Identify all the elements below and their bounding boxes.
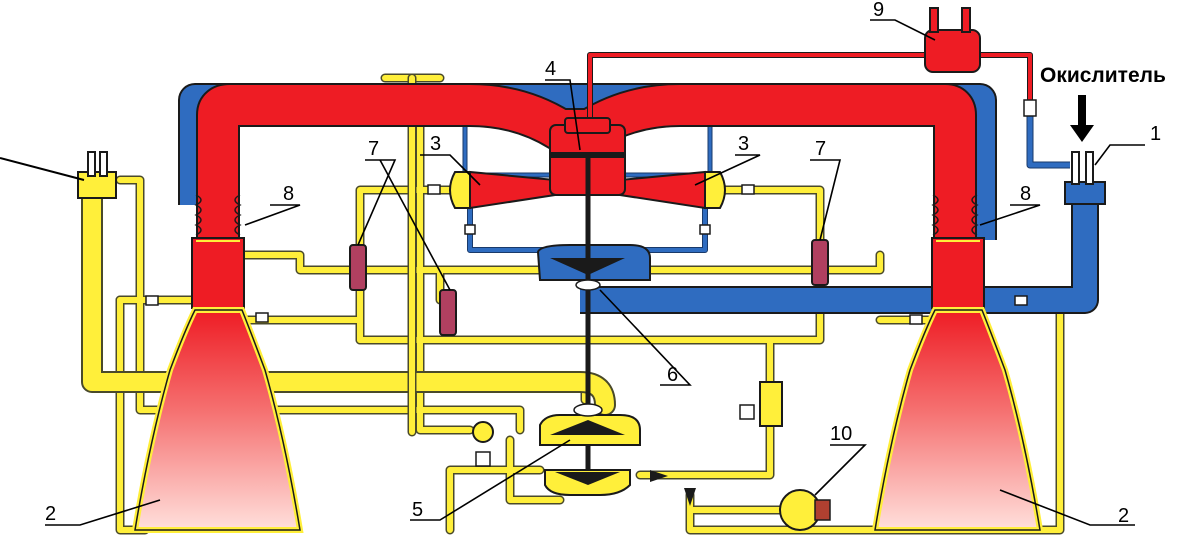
check-valve-arrow-2 (684, 488, 696, 506)
regulator-actuator (739, 404, 755, 420)
regulator-block (759, 381, 783, 427)
oxidizer-impeller (550, 258, 625, 275)
callout-labels: 1 2 2 3 3 4 5 6 7 7 8 8 9 10 Окислитель (45, 0, 1166, 527)
oxidizer-inlet (1064, 151, 1106, 205)
turbine-caps (449, 171, 726, 209)
label-4: 4 (545, 58, 556, 80)
valves (145, 99, 1037, 325)
label-2-left: 2 (45, 503, 56, 525)
fuel-inlet (0, 151, 117, 199)
label-7-right: 7 (815, 138, 826, 160)
label-9: 9 (873, 0, 884, 21)
chamber-left (131, 237, 304, 533)
oxidizer-pump-eye (575, 279, 601, 291)
label-3-right: 3 (738, 133, 749, 155)
shaft-coupling (550, 152, 625, 158)
label-oxidizer: Окислитель (1040, 64, 1166, 87)
label-1: 1 (1150, 123, 1161, 145)
throttle-actuator (475, 451, 491, 467)
label-8-left: 8 (283, 183, 294, 205)
bellows (194, 194, 979, 236)
fuel-pump-upper (539, 403, 641, 446)
throttle-valve (472, 421, 494, 443)
turbine-top (564, 117, 611, 134)
gas-generator (924, 7, 981, 73)
label-8-right: 8 (1020, 183, 1031, 205)
filters (349, 239, 829, 336)
leader-lines (45, 19, 1145, 526)
chamber-right (871, 237, 1044, 533)
label-5: 5 (412, 499, 423, 521)
label-7-left: 7 (368, 138, 379, 160)
starter-unit (779, 489, 831, 531)
oxidizer-arrow-icon (1070, 95, 1094, 142)
label-2-right: 2 (1118, 505, 1129, 527)
label-3-left: 3 (430, 133, 441, 155)
oxidizer-lines (178, 83, 1099, 314)
label-10: 10 (830, 423, 852, 445)
check-valve-arrow (650, 470, 668, 482)
label-6: 6 (667, 364, 678, 386)
fuel-pump-lower (544, 469, 631, 496)
